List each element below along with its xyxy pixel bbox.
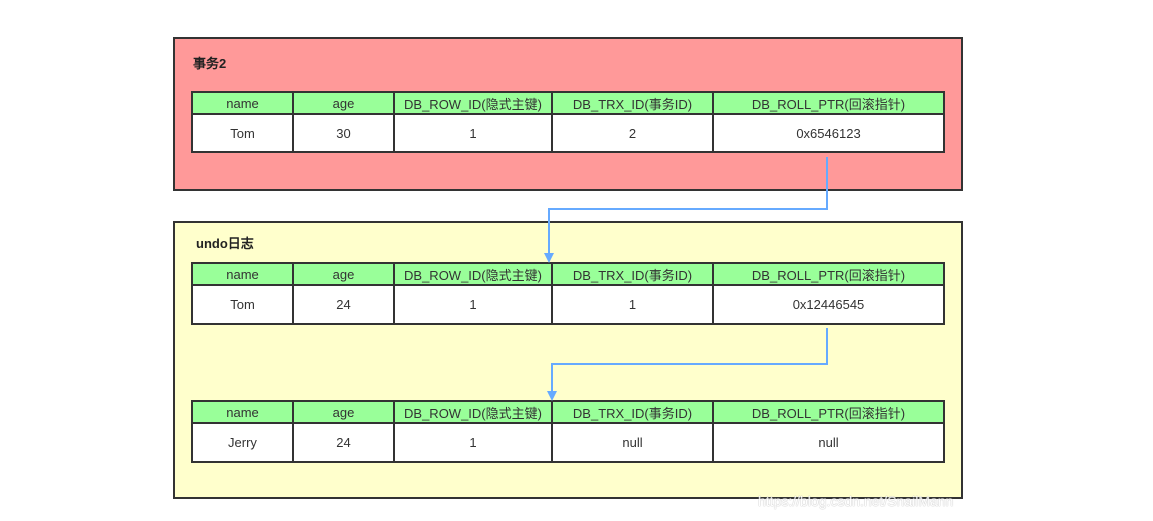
cell-db-row-id: 1 <box>393 113 553 153</box>
roll-pointer-arrow-2 <box>547 328 828 401</box>
cell-name: Jerry <box>191 422 294 463</box>
cell-db-row-id: 1 <box>393 422 553 463</box>
column-header-name: name <box>191 262 294 286</box>
cell-db-roll-ptr: null <box>712 422 945 463</box>
undo-log-title: undo日志 <box>196 236 254 251</box>
cell-age: 24 <box>292 422 395 463</box>
undo-record-1-table: name age DB_ROW_ID(隐式主键) DB_TRX_ID(事务ID)… <box>191 262 945 325</box>
cell-name: Tom <box>191 284 294 325</box>
undo-record-2-table: name age DB_ROW_ID(隐式主键) DB_TRX_ID(事务ID)… <box>191 400 945 463</box>
column-header-age: age <box>292 91 395 115</box>
transaction2-table: name age DB_ROW_ID(隐式主键) DB_TRX_ID(事务ID)… <box>191 91 945 153</box>
cell-name: Tom <box>191 113 294 153</box>
column-header-db-row-id: DB_ROW_ID(隐式主键) <box>393 262 553 286</box>
column-header-db-roll-ptr: DB_ROLL_PTR(回滚指针) <box>712 262 945 286</box>
cell-age: 30 <box>292 113 395 153</box>
column-header-db-trx-id: DB_TRX_ID(事务ID) <box>551 91 714 115</box>
table-header-row: name age DB_ROW_ID(隐式主键) DB_TRX_ID(事务ID)… <box>191 262 945 286</box>
column-header-age: age <box>292 400 395 424</box>
table-row: Tom 24 1 1 0x12446545 <box>191 284 945 325</box>
cell-db-trx-id: 1 <box>551 284 714 325</box>
table-row: Tom 30 1 2 0x6546123 <box>191 113 945 153</box>
table-row: Jerry 24 1 null null <box>191 422 945 463</box>
cell-db-roll-ptr: 0x6546123 <box>712 113 945 153</box>
table-header-row: name age DB_ROW_ID(隐式主键) DB_TRX_ID(事务ID)… <box>191 91 945 115</box>
column-header-db-trx-id: DB_TRX_ID(事务ID) <box>551 400 714 424</box>
cell-db-row-id: 1 <box>393 284 553 325</box>
column-header-db-trx-id: DB_TRX_ID(事务ID) <box>551 262 714 286</box>
column-header-db-row-id: DB_ROW_ID(隐式主键) <box>393 400 553 424</box>
column-header-name: name <box>191 400 294 424</box>
column-header-db-row-id: DB_ROW_ID(隐式主键) <box>393 91 553 115</box>
cell-db-roll-ptr: 0x12446545 <box>712 284 945 325</box>
transaction2-title: 事务2 <box>193 56 227 71</box>
table-header-row: name age DB_ROW_ID(隐式主键) DB_TRX_ID(事务ID)… <box>191 400 945 424</box>
roll-pointer-arrow-1 <box>544 157 828 263</box>
column-header-age: age <box>292 262 395 286</box>
watermark: https://blog.csdn.net/SnailMann <box>758 493 954 509</box>
cell-db-trx-id: 2 <box>551 113 714 153</box>
column-header-db-roll-ptr: DB_ROLL_PTR(回滚指针) <box>712 400 945 424</box>
cell-db-trx-id: null <box>551 422 714 463</box>
column-header-db-roll-ptr: DB_ROLL_PTR(回滚指针) <box>712 91 945 115</box>
cell-age: 24 <box>292 284 395 325</box>
column-header-name: name <box>191 91 294 115</box>
